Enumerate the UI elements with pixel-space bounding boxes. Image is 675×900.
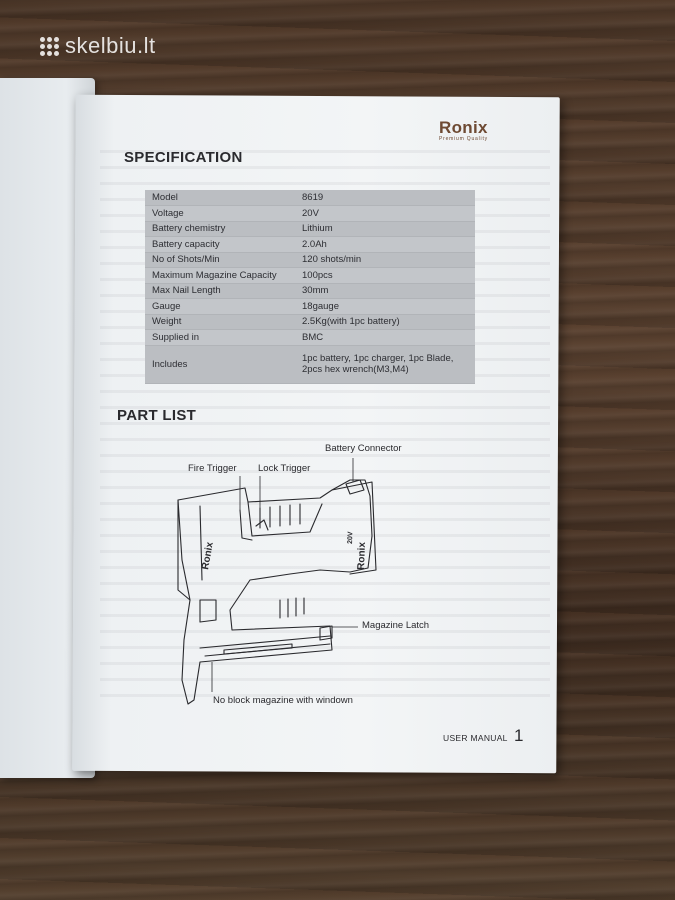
spec-value: BMC (295, 329, 475, 346)
spec-label: Gauge (145, 298, 295, 315)
battery-brand-label: Ronix (356, 542, 368, 571)
nailer-battery (331, 481, 377, 575)
lock-trigger-callout: Lock Trigger (258, 463, 311, 474)
spec-label: Model (145, 190, 295, 206)
nose-window (199, 599, 217, 623)
spec-label: Battery capacity (145, 236, 295, 253)
spec-value: 2.5Kg(with 1pc battery) (295, 314, 475, 330)
spec-label: Maximum Magazine Capacity (145, 267, 295, 284)
spec-value: 20V (295, 205, 475, 222)
nailer-diagram: Ronix Ronix 20V (177, 458, 377, 705)
spec-label: Weight (145, 314, 295, 330)
vent-slots (279, 597, 305, 619)
spec-value: 2.0Ah (295, 236, 475, 253)
fire-trigger (239, 509, 253, 541)
fire-trigger-callout: Fire Trigger (188, 463, 237, 474)
watermark-dots-icon (40, 36, 59, 56)
spec-label: Voltage (145, 205, 295, 222)
site-watermark: skelbiu.lt (40, 33, 156, 59)
magazine-latch-callout: Magazine Latch (362, 620, 430, 631)
battery-voltage-label: 20V (347, 531, 354, 544)
brand-name: Ronix (439, 118, 488, 137)
magazine-window (223, 643, 293, 655)
spec-label: Supplied in (145, 329, 295, 346)
spec-value: 100pcs (295, 267, 475, 284)
watermark-text: skelbiu.lt (65, 33, 156, 58)
lock-trigger (255, 519, 269, 531)
nailer-body (177, 479, 373, 705)
battery-connector (345, 479, 365, 495)
spec-value: 8619 (295, 190, 475, 206)
no-block-magazine-callout: No block magazine with windown (213, 695, 353, 706)
includes-line-1: 1pc battery, 1pc charger, 1pc Blade, (302, 353, 454, 364)
spec-value: 30mm (295, 283, 475, 299)
magazine-latch (319, 625, 333, 641)
brand-logo: Ronix Premium Quality (439, 118, 499, 142)
includes-line-2: 2pcs hex wrench(M3,M4) (302, 364, 409, 375)
page-number: 1 (514, 726, 524, 745)
spec-label: Battery chemistry (145, 221, 295, 237)
tool-brand-label: Ronix (200, 541, 216, 571)
part-list-title: PART LIST (117, 407, 197, 424)
brand-tagline: Premium Quality (439, 136, 488, 142)
spec-value: Lithium (295, 221, 475, 237)
footer-label: USER MANUAL (443, 733, 508, 743)
nailer-handle (247, 501, 323, 537)
spec-value: 18gauge (295, 298, 475, 315)
spec-label: No of Shots/Min (145, 252, 295, 268)
spec-value: 1pc battery, 1pc charger, 1pc Blade, 2pc… (295, 345, 475, 384)
table-row: Includes 1pc battery, 1pc charger, 1pc B… (145, 345, 475, 384)
battery-connector-callout: Battery Connector (325, 443, 402, 454)
spec-value: 120 shots/min (295, 252, 475, 268)
nailer-head (177, 499, 203, 601)
spec-label: Includes (145, 345, 295, 384)
spec-label: Max Nail Length (145, 283, 295, 299)
specification-title: SPECIFICATION (124, 149, 243, 166)
